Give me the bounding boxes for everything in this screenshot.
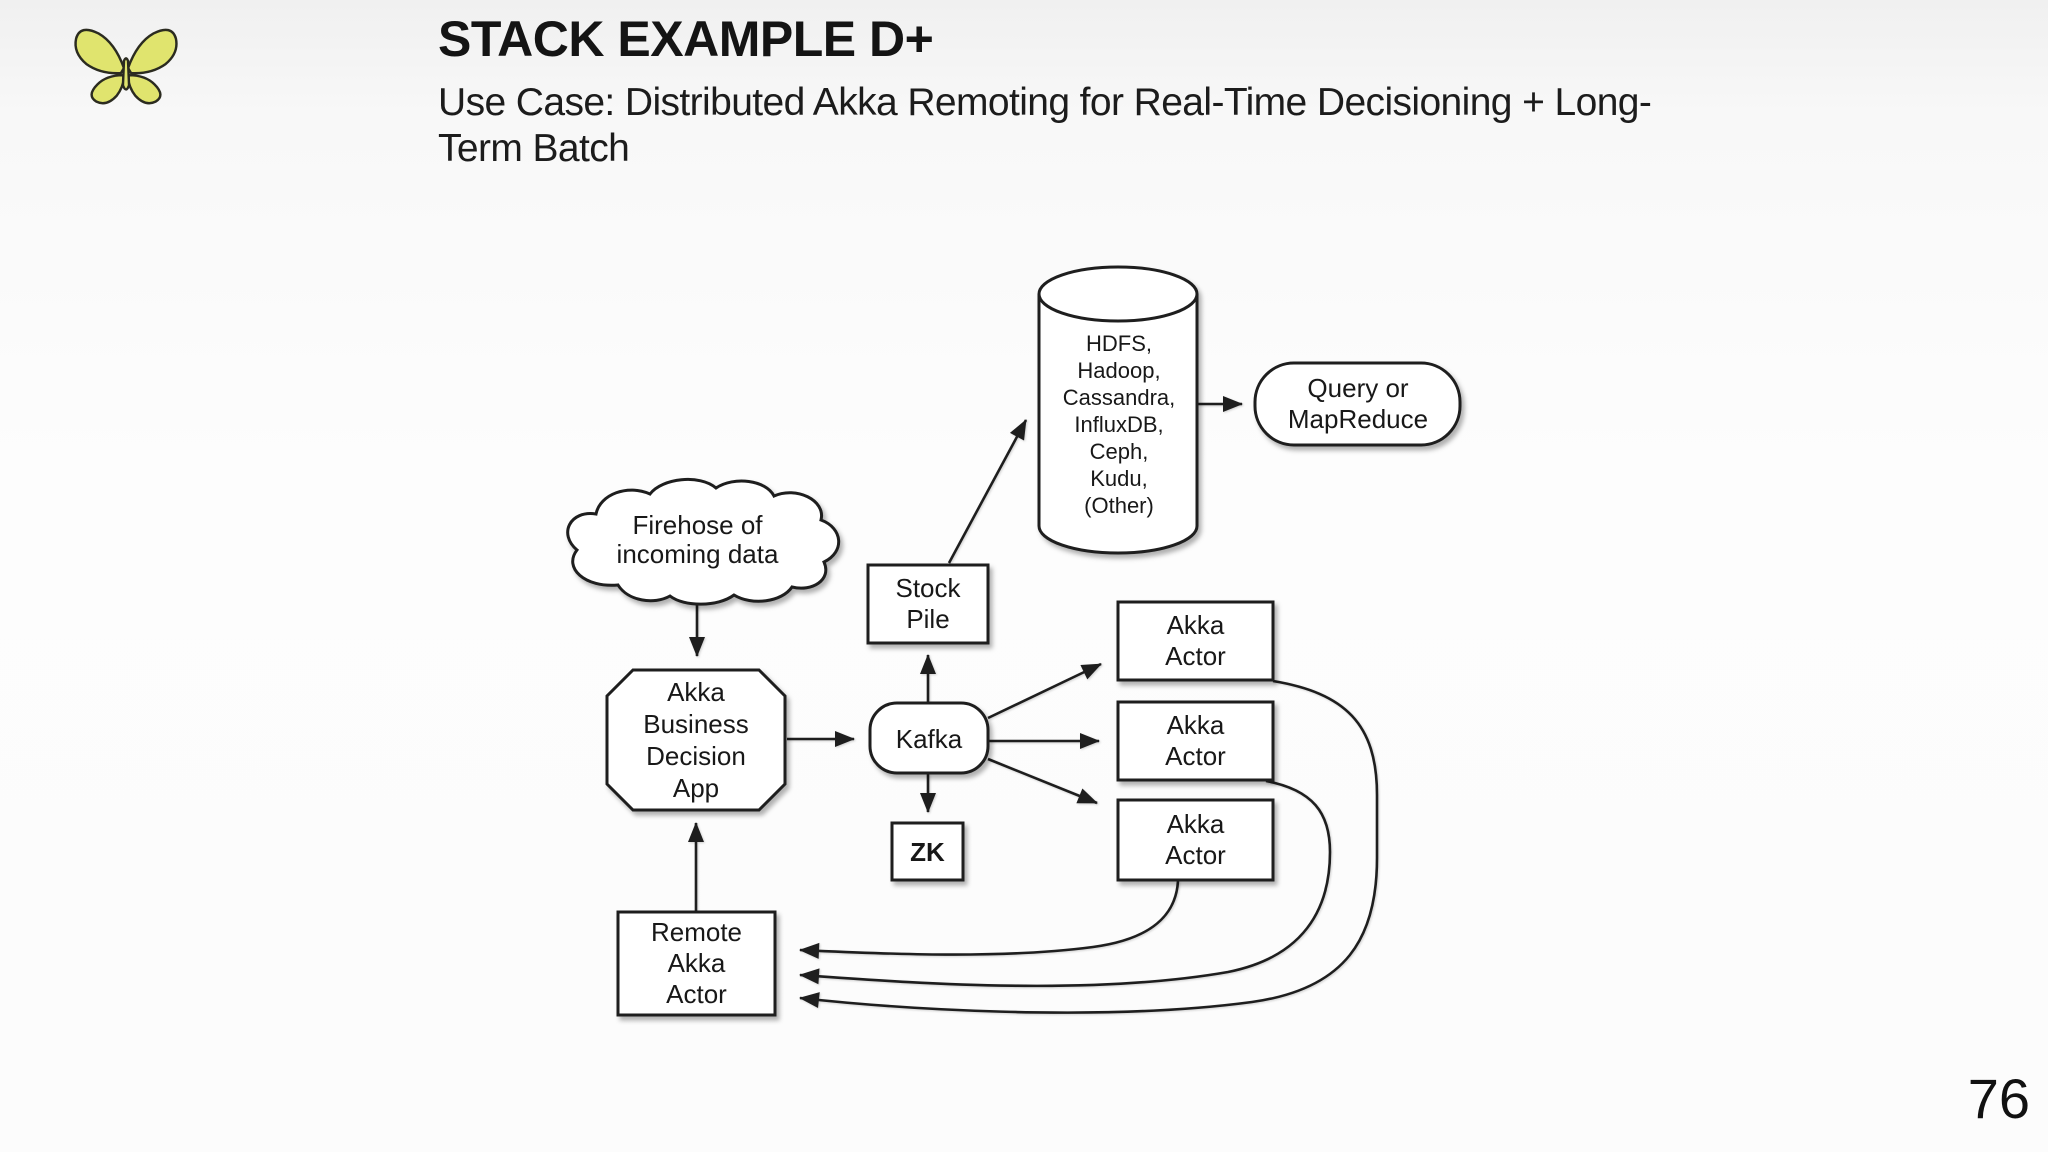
akka-actor-2-label: Akka Actor xyxy=(1165,710,1226,771)
akka-actor-2-shape xyxy=(1116,700,1275,782)
datastore-cylinder-shape xyxy=(1037,265,1199,555)
query-box-label: Query or MapReduce xyxy=(1287,373,1429,434)
firehose-cloud-shape xyxy=(566,477,841,606)
page-title: STACK EXAMPLE D+ xyxy=(438,11,934,67)
zk-label: ZK xyxy=(910,837,945,867)
edge-akka-actor-3-return xyxy=(799,880,1180,959)
edge-kafka-to-akka-actor-1 xyxy=(987,662,1102,720)
akka-actor-3-shape xyxy=(1116,798,1275,882)
remote-actor-shape xyxy=(616,910,777,1017)
datastore-cylinder-label: HDFS, Hadoop, Cassandra, InfluxDB, Ceph,… xyxy=(1062,331,1176,518)
business-app-label: Akka Business Decision App xyxy=(643,677,749,803)
edge-akka-actor-2-return xyxy=(799,779,1332,988)
edge-kafka-to-akka-actor-3 xyxy=(987,757,1098,805)
page-number: 76 xyxy=(1967,1067,2030,1130)
stock-pile-shape xyxy=(866,563,990,645)
firehose-cloud-label: Firehose of incoming data xyxy=(616,510,779,569)
stock-pile-label: Stock Pile xyxy=(895,573,961,634)
kafka-shape xyxy=(868,701,990,775)
butterfly-icon xyxy=(74,28,178,105)
page-subtitle: Use Case: Distributed Akka Remoting for … xyxy=(438,81,1652,170)
remote-actor-label: Remote Akka Actor xyxy=(650,917,743,1009)
edge-akka-actor-1-return xyxy=(799,679,1379,1014)
kafka-label: Kafka xyxy=(895,724,963,754)
akka-actor-1-shape xyxy=(1116,600,1275,682)
edge-stock-pile-to-datastore xyxy=(947,419,1028,564)
query-box-shape xyxy=(1253,361,1462,447)
akka-actor-1-label: Akka Actor xyxy=(1165,610,1226,671)
business-app-shape xyxy=(605,668,787,812)
akka-actor-3-label: Akka Actor xyxy=(1165,809,1226,870)
zk-shape xyxy=(890,821,965,882)
